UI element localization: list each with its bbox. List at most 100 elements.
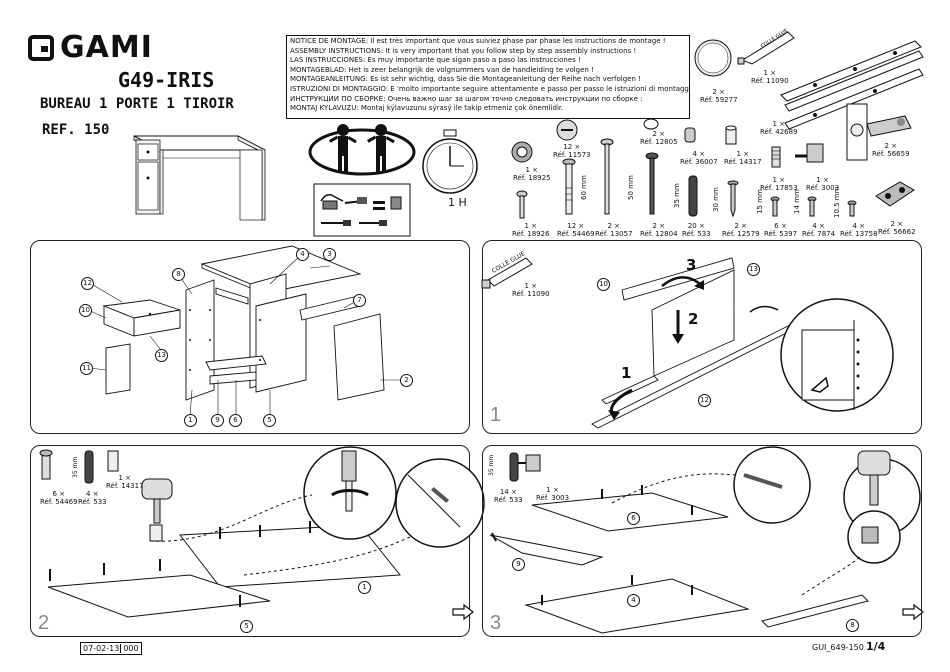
footer-code: 000 [120,644,139,653]
hw-label-5397: 6 ×Réf. 5397 [764,222,798,238]
step2-hw-14317: 1 ×Réf. 14317 [106,474,144,490]
desk-thumbnail-illustration [133,135,266,221]
model-name: G49-IRIS [118,68,215,92]
part-label-10: 10 [79,304,92,317]
screw-14mm-icon [807,196,817,217]
product-ref: REF. 150 [42,122,110,138]
step3-hw-3003: 1 ×Réf. 3003 [536,486,570,502]
step-1-number: 1 [490,404,502,426]
step3-part-4: 4 [627,594,640,607]
exploded-view-illustration [87,245,406,417]
step2-part-1: 1 [358,581,371,594]
dim-60mm: 60 mm [580,175,588,200]
wood-screw-30mm-icon [727,180,739,218]
hinge-plate-icon [875,181,915,207]
step-1-panel [482,240,922,434]
hw-label-12804: 2 ×Réf. 12804 [640,222,678,238]
two-workers-icon [308,124,416,176]
step-1-illustration [481,257,894,429]
screw-15mm-icon [770,196,780,217]
step3-part-9: 9 [512,558,525,571]
hw-label-59277: 2 ×Réf. 59277 [700,88,738,104]
glue-tube-icon: COLLE GLUE [737,28,795,65]
next-step-arrow-icon [452,603,474,621]
notice-line: LAS INSTRUCCIONES: Es muy importante que… [290,56,581,65]
step2-hw-54469: 6 ×Réf. 54469 [40,490,78,506]
footer-doc-id: GUI_649-150 [812,643,864,652]
step1-arrow-3: 3 [686,256,697,274]
notice-line: MONTAGEBLAD: Het is zeer belangrijk de v… [290,65,594,74]
hw-label-13057: 2 ×Réf. 13057 [595,222,633,238]
drawer-slides-illustration [780,40,924,130]
dim-14mm: 14 mm [793,189,801,214]
bracket-connector-icon [795,143,824,163]
notice-line: NOTICE DE MONTAGE: Il est très important… [290,37,666,45]
part-label-7: 7 [353,294,366,307]
hinge-illustration [846,103,912,161]
footer-date: 07-02-13 [83,644,120,653]
brand-logo: GAMI [28,30,153,65]
hw-label-11090: 1 ×Réf. 11090 [751,69,789,85]
notice-line: MONTAGEANLEITUNG: Es ist sehr wichtig, d… [290,75,641,84]
hw-label-14317: 1 ×Réf. 14317 [724,150,762,166]
step-2-illustration [39,446,485,618]
step1-glue-ref: 1 ×Réf. 11090 [512,282,550,298]
step2-hw-533: 4 ×Réf. 533 [78,490,107,506]
hw-label-17853: 1 ×Réf. 17853 [760,176,798,192]
hw-label-18926: 1 ×Réf. 18926 [512,222,550,238]
footer-page-number: 1/4 [866,640,886,653]
step1-part-12: 12 [698,394,711,407]
part-label-3: 3 [323,248,336,261]
part-label-6: 6 [229,414,242,427]
part-label-2: 2 [400,374,413,387]
plastic-plug-icon [684,127,696,143]
hw-label-42689: 1 ×Réf. 42689 [760,120,798,136]
hw-label-11573: 12 ×Réf. 11573 [553,143,591,159]
gami-logo-icon [28,34,54,61]
dim-35mm: 35 mm [673,183,681,208]
step3-hw-533: 14 ×Réf. 533 [494,488,523,504]
hw-label-7874: 4 ×Réf. 7874 [802,222,836,238]
exploded-view-panel [30,240,470,434]
cam-housing-icon [511,141,533,163]
product-description: BUREAU 1 PORTE 1 TIROIR [40,96,234,112]
step2-dim: 35 mm [72,456,79,478]
step-2-number: 2 [38,612,50,634]
step-3-illustration [489,446,921,634]
assembly-time: 1 H [448,196,467,209]
dim-50mm: 50 mm [627,175,635,200]
hw-label-54469: 12 ×Réf. 54469 [557,222,595,238]
step-3-number: 3 [490,612,502,634]
part-label-5: 5 [263,414,276,427]
cap-small-icon [643,118,659,130]
notice-line: ISTRUZIONI DI MONTAGGIO: E 'molto import… [290,84,690,93]
step1-arrow-1: 1 [621,364,632,382]
hw-label-56662: 2 ×Réf. 56662 [878,220,916,236]
stopwatch-icon [422,129,478,194]
part-label-4: 4 [296,248,309,261]
notice-line: MONTAJ KYLAVUZU: Montaj kýlavuzunu sýras… [290,104,564,113]
hw-label-12579: 2 ×Réf. 12579 [722,222,760,238]
dim-15mm: 15 mm [756,189,764,214]
step3-part-6: 6 [627,512,640,525]
threaded-insert-icon [771,146,781,168]
dim-30mm: 30 mm [712,187,720,212]
step1-arrow-2: 2 [688,310,699,328]
cam-dowel-icon [562,158,576,215]
notice-line: ИНСТРУКЦИИ ПО СБОРКЕ: Очень важно шаг за… [290,94,643,103]
screw-10-5mm-icon [847,200,857,217]
screw-50mm-icon [645,152,659,215]
step-3-panel [482,445,922,637]
step-2-panel [30,445,470,637]
step3-part-8: 8 [846,619,859,632]
part-label-8: 8 [172,268,185,281]
hw-label-3003: 1 ×Réf. 3003 [806,176,840,192]
screw-60mm-icon [600,138,614,215]
step2-part-5: 5 [240,620,253,633]
step1-part-13: 13 [747,263,760,276]
assembly-notice-box: NOTICE DE MONTAGE: Il est très important… [286,35,690,119]
notice-line: ASSEMBLY INSTRUCTIONS: It is very import… [290,46,637,55]
step1-part-10: 10 [597,278,610,291]
wood-dowel-icon [688,175,698,217]
